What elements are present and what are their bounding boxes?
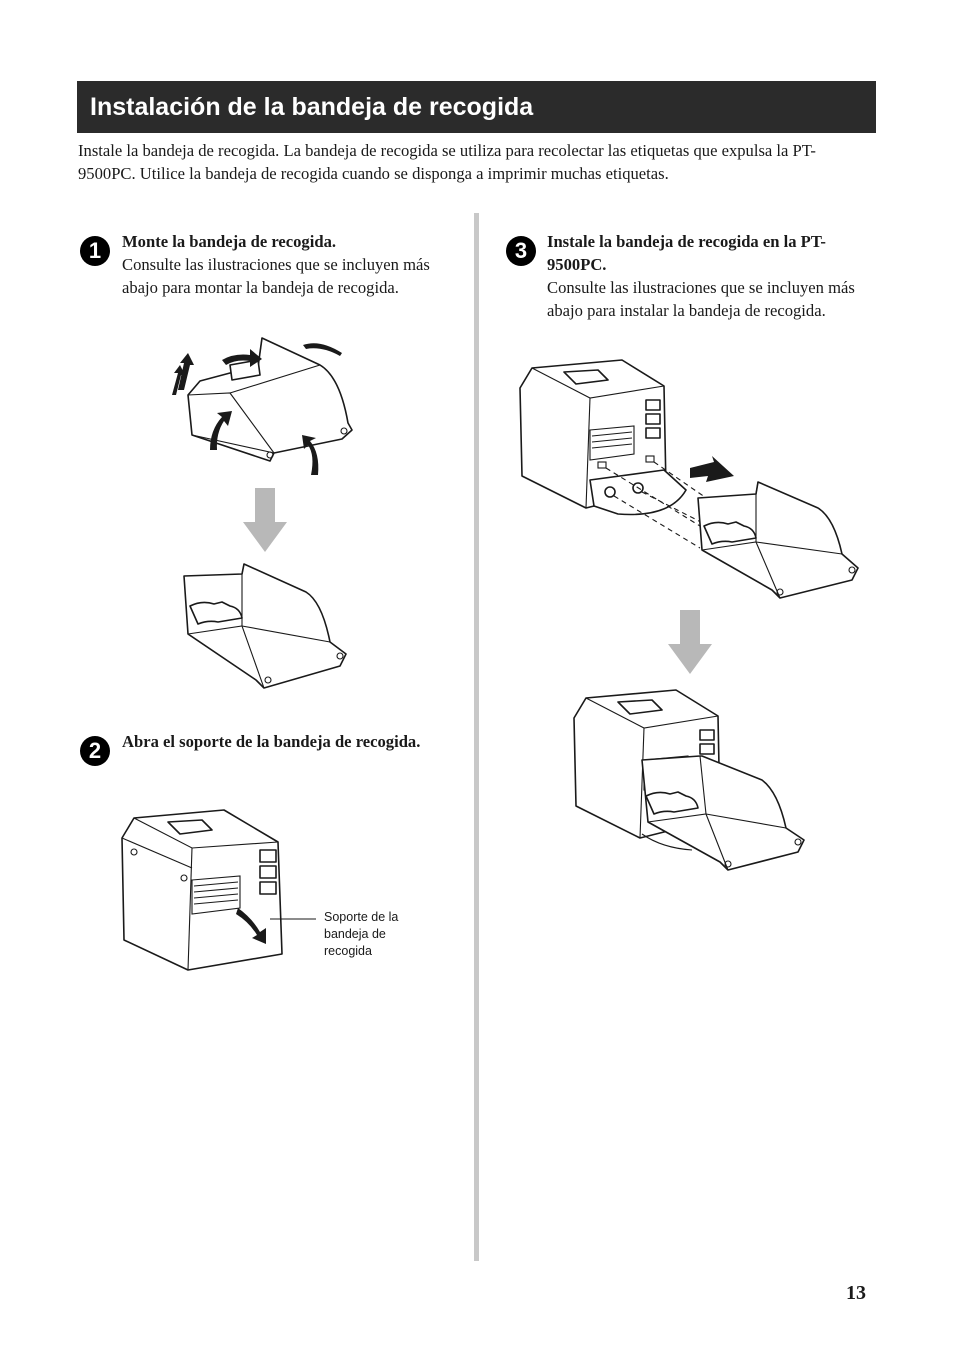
step-2-badge: 2 xyxy=(80,736,110,766)
tray-support-callout: Soporte de la bandeja de recogida xyxy=(324,910,399,958)
page-number: 13 xyxy=(846,1282,866,1304)
step-3-body: Consulte las ilustraciones que se incluy… xyxy=(547,278,855,320)
printer-tray-before-illustration xyxy=(519,359,859,599)
printer-illustration xyxy=(121,809,283,971)
section-title-bar: Instalación de la bandeja de recogida xyxy=(77,81,876,133)
step-2-text: Abra el soporte de la bandeja de recogid… xyxy=(122,730,422,753)
step-3-badge: 3 xyxy=(506,236,536,266)
down-arrow-icon xyxy=(243,488,287,552)
step-1-badge: 1 xyxy=(80,236,110,266)
step-2-heading: Abra el soporte de la bandeja de recogid… xyxy=(122,732,421,751)
down-arrow-icon xyxy=(668,610,712,674)
intro-paragraph: Instale la bandeja de recogida. La bande… xyxy=(78,141,816,183)
column-divider xyxy=(474,213,479,1261)
step-1-heading: Monte la bandeja de recogida. xyxy=(122,232,337,251)
step-3-heading: Instale la bandeja de recogida en la PT-… xyxy=(547,232,826,274)
step-1-body: Consulte las ilustraciones que se incluy… xyxy=(122,255,430,297)
section-title: Instalación de la bandeja de recogida xyxy=(90,92,534,121)
tray-assembled-illustration xyxy=(183,563,347,689)
tray-unfolded-illustration xyxy=(172,337,353,475)
step-3-text: Instale la bandeja de recogida en la PT-… xyxy=(547,230,877,322)
step-1-text: Monte la bandeja de recogida. Consulte l… xyxy=(122,230,462,299)
callout-line xyxy=(270,918,316,920)
printer-tray-installed-illustration xyxy=(573,689,805,871)
